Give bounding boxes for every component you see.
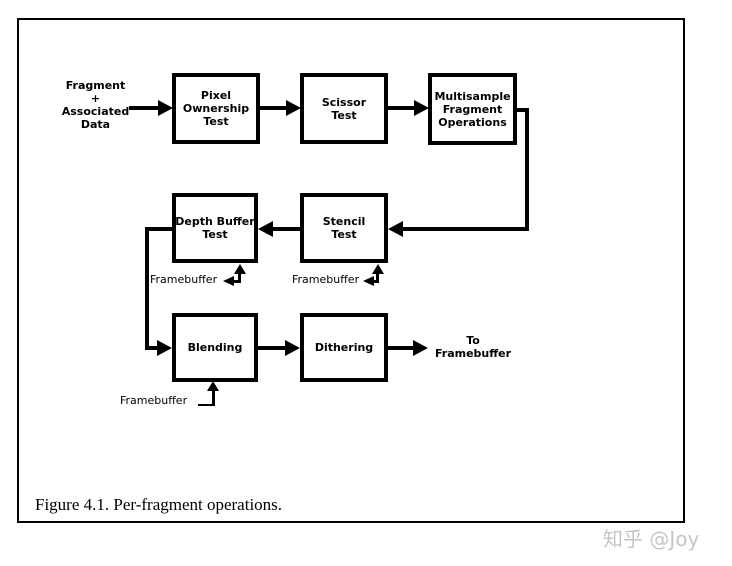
arrow-right-icon xyxy=(414,100,429,116)
framebuffer-depth-horizontal-line xyxy=(232,280,241,283)
framebuffer-stencil-vertical-line xyxy=(376,273,379,283)
framebuffer-blending-vertical-line xyxy=(212,390,215,406)
arrow-into-stencil-line xyxy=(403,227,529,231)
arrow-depth-down-line xyxy=(145,227,149,350)
arrow-right-icon xyxy=(285,340,300,356)
sink-label: To Framebuffer xyxy=(434,334,512,360)
arrow-up-icon xyxy=(234,264,246,274)
arrow-dithering-to-sink-line xyxy=(388,346,414,350)
arrow-left-icon xyxy=(388,221,403,237)
arrow-into-blending-line xyxy=(145,346,158,350)
framebuffer-label-depth: Framebuffer xyxy=(150,273,218,286)
figure-caption: Figure 4.1. Per-fragment operations. xyxy=(35,495,283,514)
arrow-left-icon xyxy=(363,276,374,286)
source-label: Fragment + Associated Data xyxy=(61,79,130,131)
arrow-source-to-pixel-line xyxy=(129,106,159,110)
framebuffer-blending-horizontal-line xyxy=(198,404,215,406)
arrow-depth-exit-line xyxy=(145,227,172,231)
arrow-up-icon xyxy=(372,264,384,274)
box-scissor-test-label: Scissor Test xyxy=(321,95,367,122)
box-dithering-label: Dithering xyxy=(314,341,374,354)
arrow-multisample-exit-line xyxy=(515,108,529,112)
framebuffer-label-stencil: Framebuffer xyxy=(292,273,360,286)
framebuffer-stencil-horizontal-line xyxy=(372,280,379,283)
arrow-right-icon xyxy=(413,340,428,356)
arrow-left-icon xyxy=(258,221,273,237)
arrow-right-icon xyxy=(157,340,172,356)
arrow-stencil-to-depth-line xyxy=(273,227,300,231)
box-blending-label: Blending xyxy=(187,341,243,354)
box-depth-buffer-test-label: Depth Buffer Test xyxy=(175,215,255,241)
box-scissor-test: Scissor Test xyxy=(300,73,388,144)
arrow-right-icon xyxy=(286,100,301,116)
arrow-pixel-to-scissor-line xyxy=(260,106,287,110)
box-dithering: Dithering xyxy=(300,313,388,382)
box-pixel-ownership-test-label: Pixel Ownership Test xyxy=(182,89,250,128)
framebuffer-label-blending: Framebuffer xyxy=(120,394,188,407)
box-blending: Blending xyxy=(172,313,258,382)
box-multisample-fragment-operations-label: Multisample Fragment Operations xyxy=(434,89,511,129)
arrow-right-icon xyxy=(158,100,173,116)
box-stencil-test-label: Stencil Test xyxy=(322,215,366,241)
arrow-multisample-down-line xyxy=(525,108,529,231)
box-depth-buffer-test: Depth Buffer Test xyxy=(172,193,258,263)
arrow-blending-to-dithering-line xyxy=(258,346,286,350)
box-pixel-ownership-test: Pixel Ownership Test xyxy=(172,73,260,144)
arrow-left-icon xyxy=(223,276,234,286)
watermark: 知乎 @Joy xyxy=(603,527,700,551)
box-stencil-test: Stencil Test xyxy=(300,193,388,263)
arrow-scissor-to-multisample-line xyxy=(388,106,415,110)
arrow-up-icon xyxy=(207,381,219,391)
box-multisample-fragment-operations: Multisample Fragment Operations xyxy=(428,73,517,145)
framebuffer-depth-vertical-line xyxy=(238,273,241,283)
